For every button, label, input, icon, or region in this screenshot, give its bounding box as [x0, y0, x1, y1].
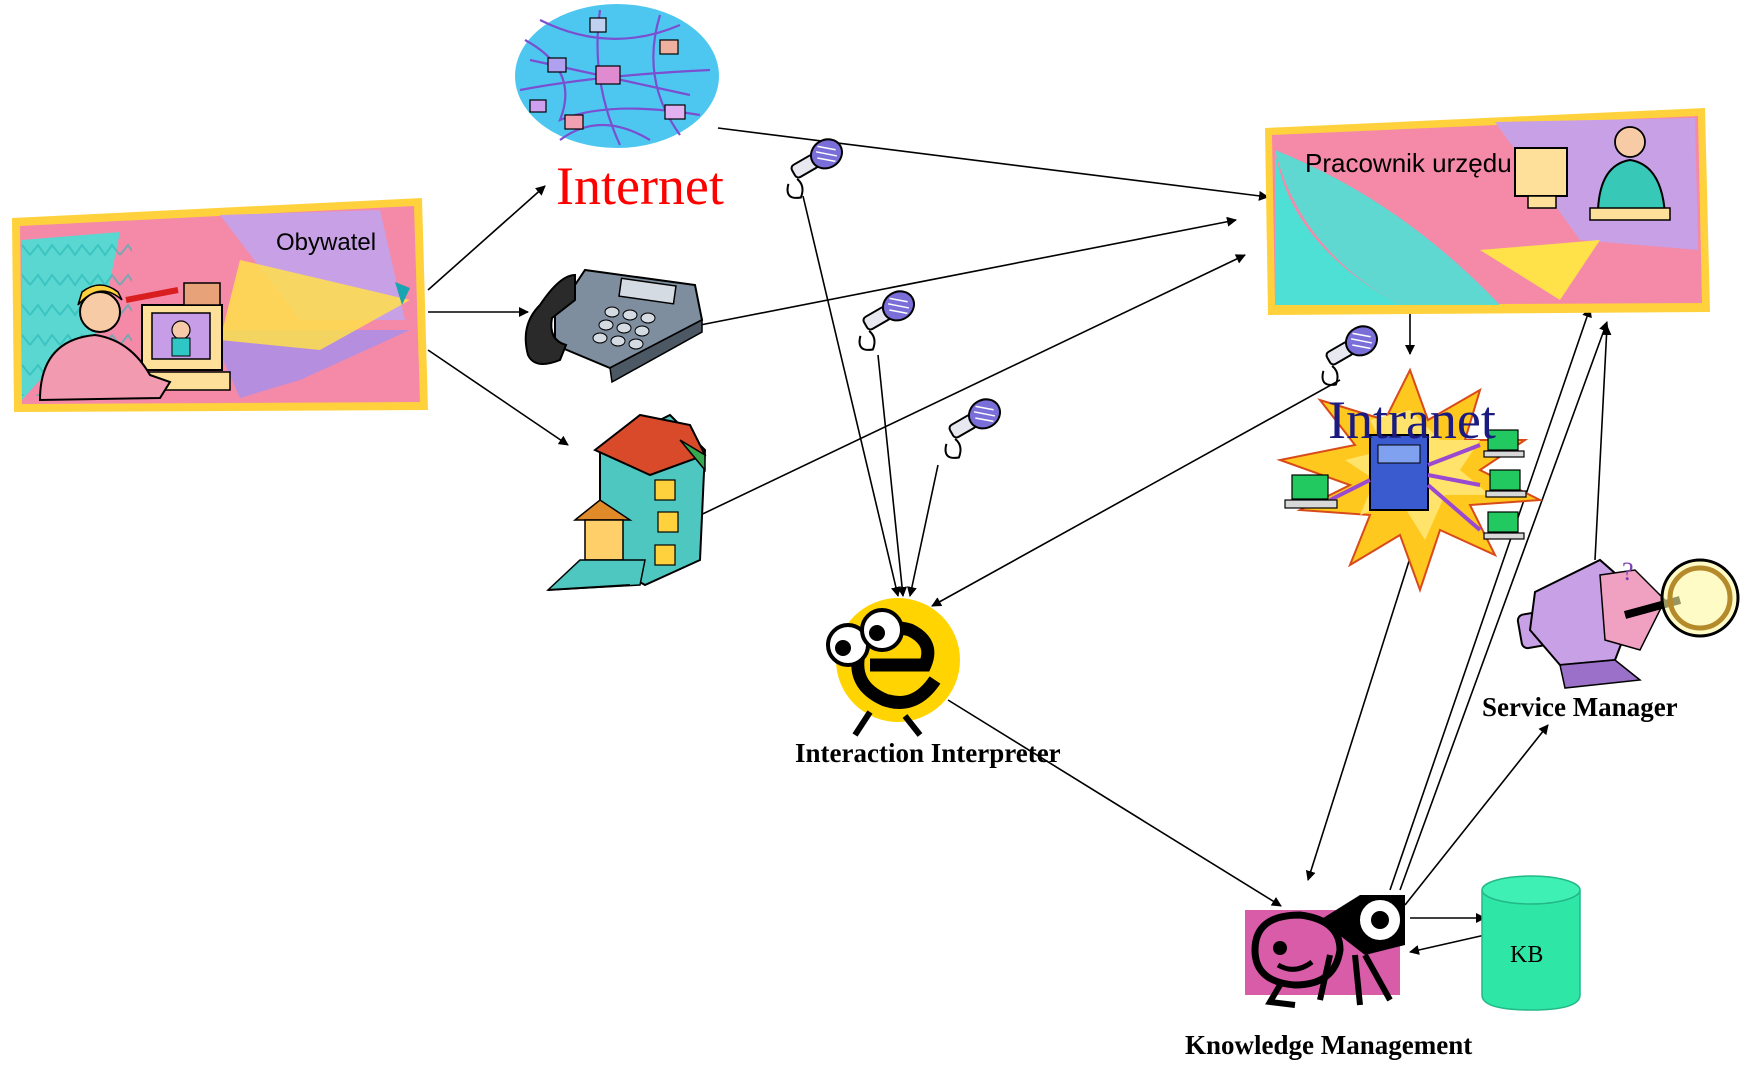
clerk-label: Pracownik urzędu: [1305, 148, 1512, 178]
intranet-server-icon: [1276, 367, 1544, 594]
arrow-phone-interpreter: [877, 354, 908, 597]
clerk-node: Pracownik urzędu: [1265, 108, 1710, 315]
arrow-kb-knowledge: [1409, 934, 1486, 955]
telephone-icon: [524, 268, 704, 384]
arrow-office-clerk: [689, 254, 1246, 521]
interpreter-label: Interaction Interpreter: [795, 738, 1061, 768]
binoculars-character-icon: [1245, 895, 1405, 1008]
arrow-intranet-interpreter: [931, 379, 1341, 607]
arrow-office-interpreter: [906, 464, 939, 597]
arrow-internet-clerk: [717, 127, 1269, 201]
arrow-knowledge-service: [1404, 724, 1549, 906]
e-character-icon: [826, 598, 960, 737]
telephone-node: [524, 268, 704, 384]
arrow-phone-clerk: [689, 216, 1237, 328]
arrow-knowledge-clerk-2: [1399, 321, 1609, 891]
microphone-icon: [1321, 325, 1379, 386]
microphone-icon: [786, 138, 844, 199]
connectors: [427, 127, 1612, 955]
arrow-internet-interpreter: [802, 195, 901, 597]
internet-label: Internet: [556, 156, 724, 216]
database-cylinder-icon: [1481, 875, 1581, 1011]
internet-node: Internet: [515, 4, 724, 216]
microphone-icon: [944, 398, 1002, 459]
citizen-at-computer-icon: [12, 198, 428, 412]
service-manager-node: ? Service Manager: [1482, 557, 1740, 722]
network-globe-icon: [515, 4, 719, 148]
intranet-node: Intranet: [1276, 367, 1544, 594]
magnifier-computer-icon: ?: [1528, 557, 1740, 689]
intranet-label: Intranet: [1328, 390, 1496, 450]
arrow-intranet-knowledge: [1305, 557, 1411, 881]
question-mark-glyph: ?: [1622, 557, 1634, 586]
citizen-node: Obywatel: [12, 198, 428, 412]
citizen-label: Obywatel: [276, 229, 376, 256]
office-node: [545, 413, 707, 591]
microphone-icon: [858, 290, 916, 351]
service-manager-label: Service Manager: [1482, 692, 1678, 722]
arrow-knowledge-clerk-1: [1389, 307, 1592, 891]
knowledge-node: Knowledge Management: [1185, 895, 1472, 1060]
building-icon: [545, 413, 707, 591]
office-worker-icon: [1265, 108, 1710, 315]
arrow-citizen-office: [427, 349, 569, 446]
kb-label: KB: [1510, 942, 1543, 968]
kb-node: KB: [1481, 875, 1581, 1011]
arrow-interpreter-knowledge: [947, 699, 1282, 907]
interpreter-node: Interaction Interpreter: [795, 598, 1061, 768]
arrow-citizen-internet: [427, 185, 546, 291]
knowledge-label: Knowledge Management: [1185, 1030, 1472, 1060]
arrow-service-clerk: [1594, 325, 1612, 561]
